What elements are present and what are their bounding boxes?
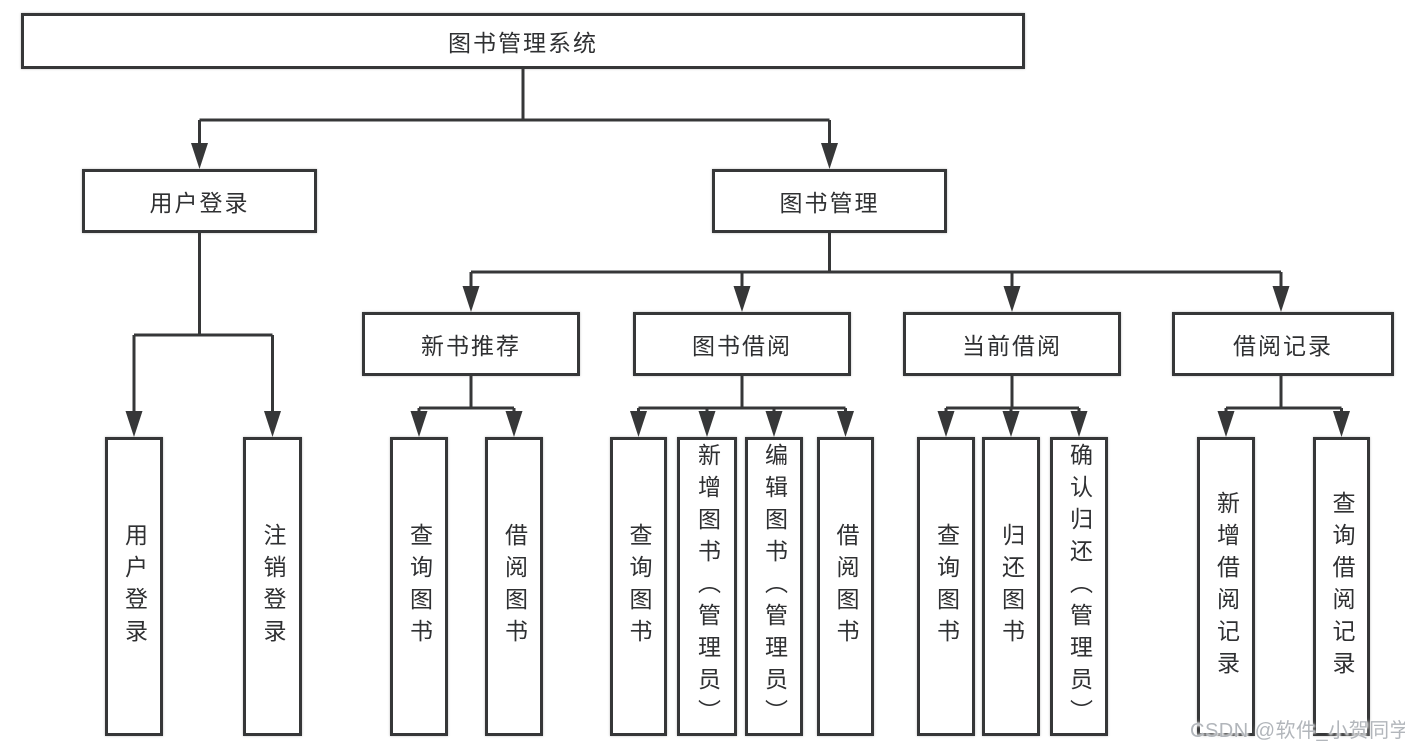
edge-records-to-leaves (1224, 376, 1343, 416)
node-borrowing-records: 借阅记录 (1172, 312, 1394, 376)
leaf-records-add-record: 新增借阅记录 (1197, 437, 1255, 736)
arrow-down-icon (1003, 286, 1021, 312)
leaf-borrowing-borrow-book: 借阅图书 (817, 437, 874, 736)
leaf-current-confirm-return-admin: 确认归还（管理员） (1050, 437, 1108, 736)
arrow-down-icon (264, 411, 281, 437)
arrowheads (125, 143, 1350, 437)
arrow-down-icon (698, 411, 716, 437)
leaf-borrowing-add-book-admin: 新增图书（管理员） (677, 437, 737, 736)
leaf-user-login: 用户登录 (105, 437, 163, 736)
node-book-borrowing: 图书借阅 (633, 312, 851, 376)
arrow-down-icon (937, 411, 955, 437)
csdn-watermark: CSDN @软件_小贺同学 (1190, 720, 1405, 742)
arrow-down-icon (1070, 411, 1088, 437)
arrow-down-icon (837, 411, 854, 437)
arrow-down-icon (821, 143, 838, 169)
node-book-management: 图书管理 (712, 169, 947, 233)
arrow-down-icon (191, 143, 208, 169)
node-current-borrowing: 当前借阅 (903, 312, 1121, 376)
leaf-current-return-book: 归还图书 (982, 437, 1040, 736)
edge-userlogin-to-leaves (132, 233, 274, 415)
arrow-down-icon (1333, 411, 1350, 437)
node-user-login: 用户登录 (82, 169, 317, 233)
leaf-records-query-record: 查询借阅记录 (1313, 437, 1370, 736)
arrow-down-icon (733, 286, 751, 312)
node-root-library-system: 图书管理系统 (21, 13, 1025, 69)
arrow-down-icon (765, 411, 783, 437)
leaf-borrowing-query-book: 查询图书 (610, 437, 667, 736)
leaf-current-query-book: 查询图书 (917, 437, 975, 736)
edge-root-to-level2 (198, 68, 831, 147)
leaf-recommend-query-book: 查询图书 (390, 437, 448, 736)
arrow-down-icon (462, 286, 480, 312)
arrow-down-icon (1272, 286, 1290, 312)
arrow-down-icon (630, 411, 647, 437)
leaf-logout: 注销登录 (243, 437, 302, 736)
arrow-down-icon (1002, 411, 1020, 437)
edge-recommend-to-leaves (417, 376, 516, 416)
arrow-down-icon (1217, 411, 1235, 437)
edge-borrowing-to-leaves (637, 376, 847, 416)
leaf-borrowing-edit-book-admin: 编辑图书（管理员） (745, 437, 803, 736)
arrow-down-icon (410, 411, 428, 437)
edge-mgmt-to-level3 (469, 233, 1283, 290)
arrow-down-icon (125, 411, 143, 437)
leaf-recommend-borrow-book: 借阅图书 (485, 437, 543, 736)
arrow-down-icon (505, 411, 523, 437)
edge-current-to-leaves (944, 376, 1081, 416)
node-new-book-recommend: 新书推荐 (362, 312, 580, 376)
